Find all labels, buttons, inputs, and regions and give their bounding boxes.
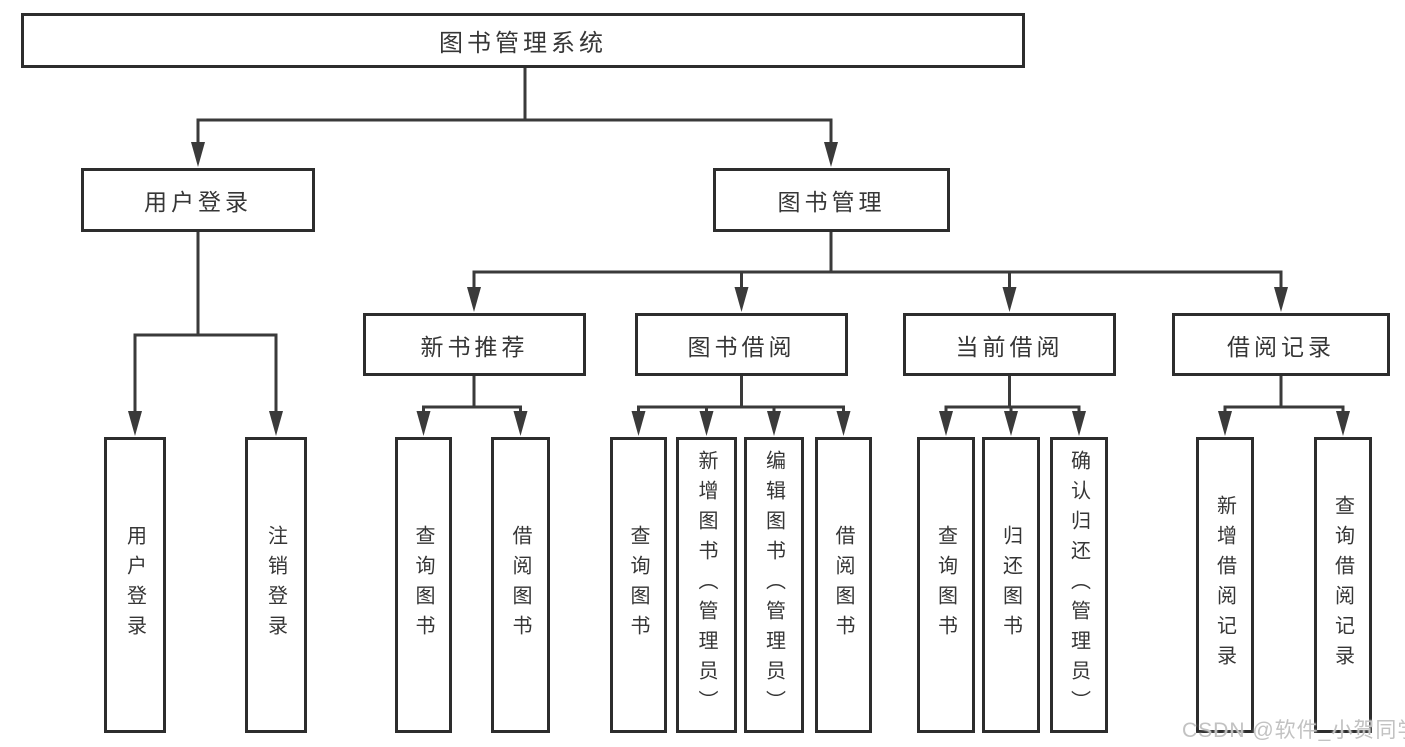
node-borrowing-records: 借阅记录 [1172, 313, 1390, 376]
node-label: 归还图书 [999, 525, 1022, 645]
node-user-login: 用户登录 [81, 168, 315, 232]
connector-lines [133, 68, 1345, 414]
leaf-logout: 注销登录 [245, 437, 307, 733]
node-label: 查询图书 [627, 525, 649, 645]
leaf-bb-borrow-books: 借阅图书 [815, 437, 872, 733]
leaf-user-login: 用户登录 [104, 437, 166, 733]
node-label: 用户登录 [123, 525, 146, 645]
leaf-nb-borrow-books: 借阅图书 [491, 437, 550, 733]
leaf-cb-query-books: 查询图书 [917, 437, 975, 733]
node-label: 用户登录 [144, 189, 252, 215]
node-label: 图书管理系统 [439, 30, 607, 57]
node-label: 新增图书（管理员） [695, 450, 717, 720]
node-label: 确认归还（管理员） [1067, 450, 1090, 720]
node-label: 注销登录 [264, 525, 287, 645]
node-label: 编辑图书（管理员） [762, 450, 785, 720]
csdn-watermark: CSDN @软件_小贺同学 [1182, 719, 1405, 742]
leaf-bb-query-books: 查询图书 [610, 437, 667, 733]
node-label: 图书管理 [777, 189, 886, 215]
node-book-management: 图书管理 [713, 168, 950, 232]
arrowheads [128, 142, 1350, 436]
leaf-cb-return-books: 归还图书 [982, 437, 1040, 733]
node-label: 当前借阅 [955, 333, 1064, 360]
leaf-cb-confirm-return-admin: 确认归还（管理员） [1050, 437, 1108, 733]
node-label: 借阅记录 [1227, 333, 1335, 360]
node-label: 查询图书 [412, 525, 434, 645]
leaf-br-add-record: 新增借阅记录 [1196, 437, 1254, 733]
node-label: 新书推荐 [420, 333, 529, 360]
node-label: 图书借阅 [687, 333, 796, 360]
leaf-bb-add-books-admin: 新增图书（管理员） [676, 437, 737, 733]
node-label: 借阅图书 [832, 525, 854, 645]
leaf-br-query-record: 查询借阅记录 [1314, 437, 1372, 733]
leaf-nb-query-books: 查询图书 [395, 437, 452, 733]
node-label: 查询图书 [934, 525, 957, 645]
node-label: 借阅图书 [509, 525, 531, 645]
node-label: 查询借阅记录 [1331, 495, 1354, 675]
node-root-system: 图书管理系统 [21, 13, 1025, 68]
node-book-borrowing: 图书借阅 [635, 313, 848, 376]
node-new-book-recommend: 新书推荐 [363, 313, 586, 376]
node-label: 新增借阅记录 [1213, 495, 1236, 675]
leaf-bb-edit-books-admin: 编辑图书（管理员） [744, 437, 804, 733]
node-current-borrowing: 当前借阅 [903, 313, 1116, 376]
